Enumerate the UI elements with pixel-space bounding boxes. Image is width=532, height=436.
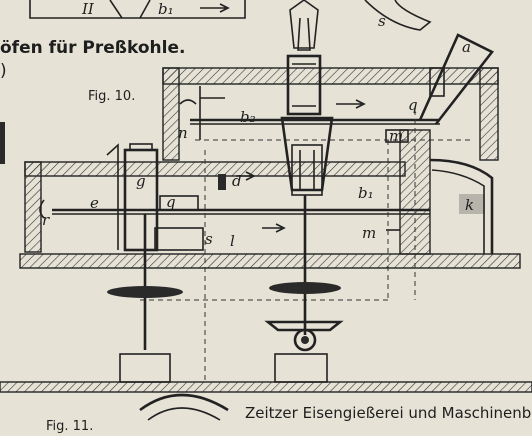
bearing-right — [274, 353, 328, 383]
label-n: n — [178, 124, 188, 142]
label-e: e — [90, 194, 99, 212]
label-top-b1: b₁ — [158, 0, 174, 18]
label-a: a — [462, 38, 471, 56]
label-d: d — [232, 172, 242, 190]
label-g: g — [136, 172, 146, 190]
label-q-mid: q — [166, 193, 176, 211]
heading-paren: ) — [0, 61, 7, 81]
label-b1: b₁ — [358, 184, 374, 202]
box-q-mid — [159, 195, 199, 211]
label-q-top: q — [408, 96, 418, 114]
construction-lines — [140, 110, 416, 380]
fig11-arc — [139, 393, 229, 412]
label-b2: b₂ — [240, 108, 256, 126]
label-r: r — [42, 211, 50, 229]
feed-chute — [418, 33, 494, 125]
chimney-g — [106, 143, 159, 252]
label-k: k — [465, 196, 474, 214]
drive-shafts — [107, 195, 344, 352]
label-top-ii: II — [81, 0, 95, 18]
fig11-caption: Fig. 11. — [46, 419, 93, 434]
heading: öfen für Preßkohle. — [0, 38, 185, 58]
left-edge-mark — [0, 122, 5, 164]
damper-d — [218, 174, 226, 190]
box-s-mid — [154, 227, 204, 251]
ground-line — [0, 381, 532, 393]
footer-text: Zeitzer Eisengießerei und Maschinenb — [245, 404, 531, 422]
top-fig-remnant — [29, 0, 432, 31]
foundation — [19, 253, 521, 269]
lower-furnace — [24, 129, 494, 255]
bearing-left — [119, 353, 171, 383]
upper-furnace — [162, 67, 499, 161]
fig10-caption: Fig. 10. — [88, 89, 135, 104]
label-s-top: s — [378, 12, 386, 30]
label-l: l — [230, 232, 235, 250]
label-m-low: m — [362, 224, 376, 242]
label-s-mid: s — [205, 230, 213, 248]
